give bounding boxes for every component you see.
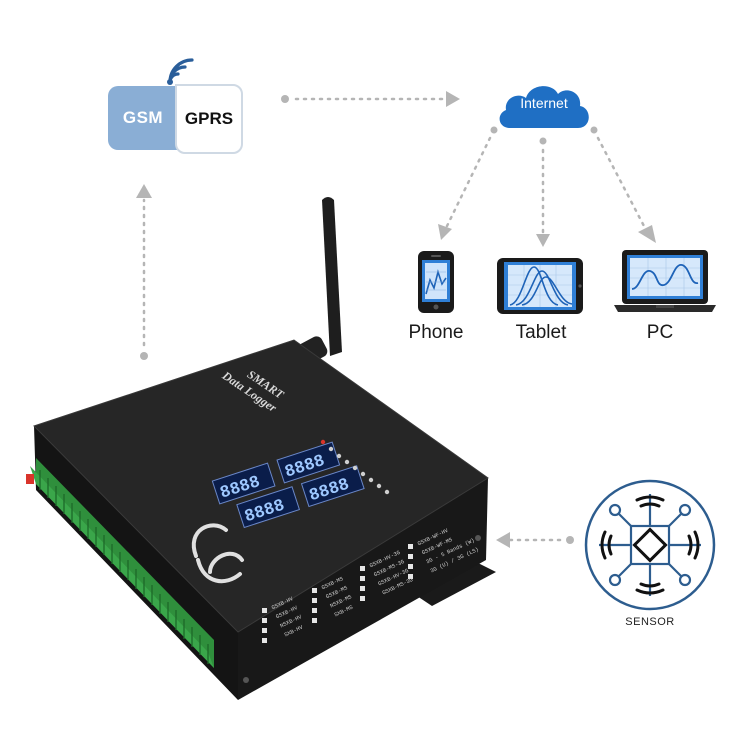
status-leds bbox=[320, 439, 390, 495]
internet-label: Internet bbox=[520, 95, 568, 111]
tablet-label: Tablet bbox=[515, 322, 567, 343]
wifi-signal-icon bbox=[167, 58, 194, 85]
gsm-label: GSM bbox=[122, 108, 164, 127]
gprs-box: GPRS bbox=[175, 84, 243, 154]
phone-icon bbox=[418, 251, 454, 313]
phone-label: Phone bbox=[408, 322, 464, 343]
laptop-icon bbox=[614, 250, 716, 312]
internet-cloud: Internet bbox=[494, 78, 594, 134]
sensor-icon bbox=[584, 479, 716, 611]
pc-label: PC bbox=[646, 322, 674, 343]
company-logo-icon bbox=[191, 523, 244, 584]
gsm-box: GSM bbox=[108, 86, 178, 150]
sensor-label: SENSOR bbox=[625, 616, 675, 628]
tablet-icon bbox=[497, 258, 583, 314]
cloud-icon bbox=[499, 86, 589, 128]
gprs-label: GPRS bbox=[184, 109, 234, 128]
antenna-icon bbox=[294, 197, 342, 366]
